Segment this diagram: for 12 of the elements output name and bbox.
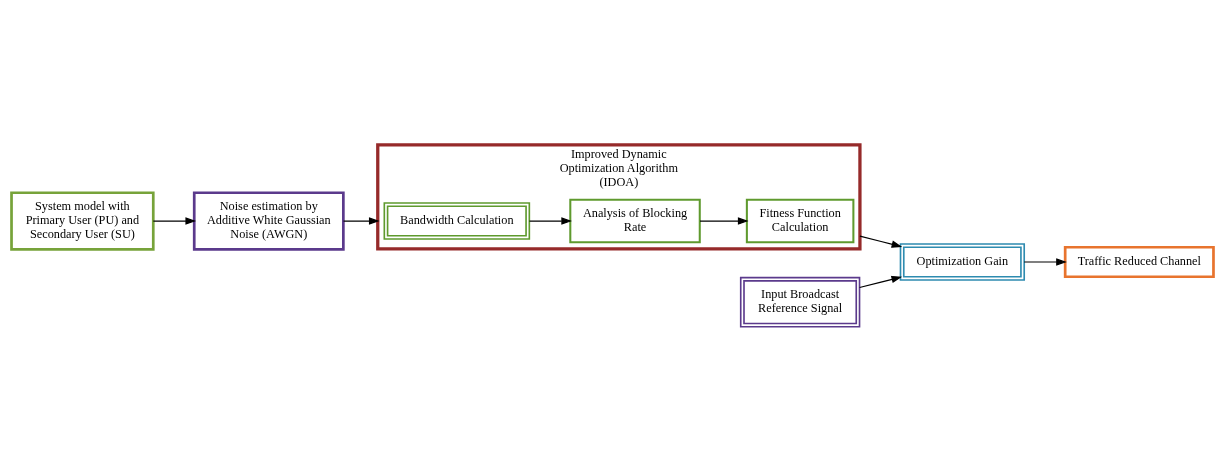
arrow	[1023, 258, 1067, 266]
arrow	[342, 217, 380, 225]
arrow	[528, 217, 572, 225]
node-box: System model with Primary User (PU) and Secondary User (SU)	[10, 191, 155, 251]
node-box: Fitness Function Calculation	[745, 198, 855, 244]
arrow	[699, 217, 749, 225]
node-box: Noise estimation by Additive White Gaussian Noise (AWGN)	[192, 191, 345, 251]
node-box: Traffic Reduced Channel	[1063, 245, 1215, 279]
arrow	[152, 217, 197, 225]
arrow	[859, 275, 903, 289]
arrow	[859, 235, 903, 248]
node-box: Analysis of Blocking Rate	[569, 198, 701, 244]
